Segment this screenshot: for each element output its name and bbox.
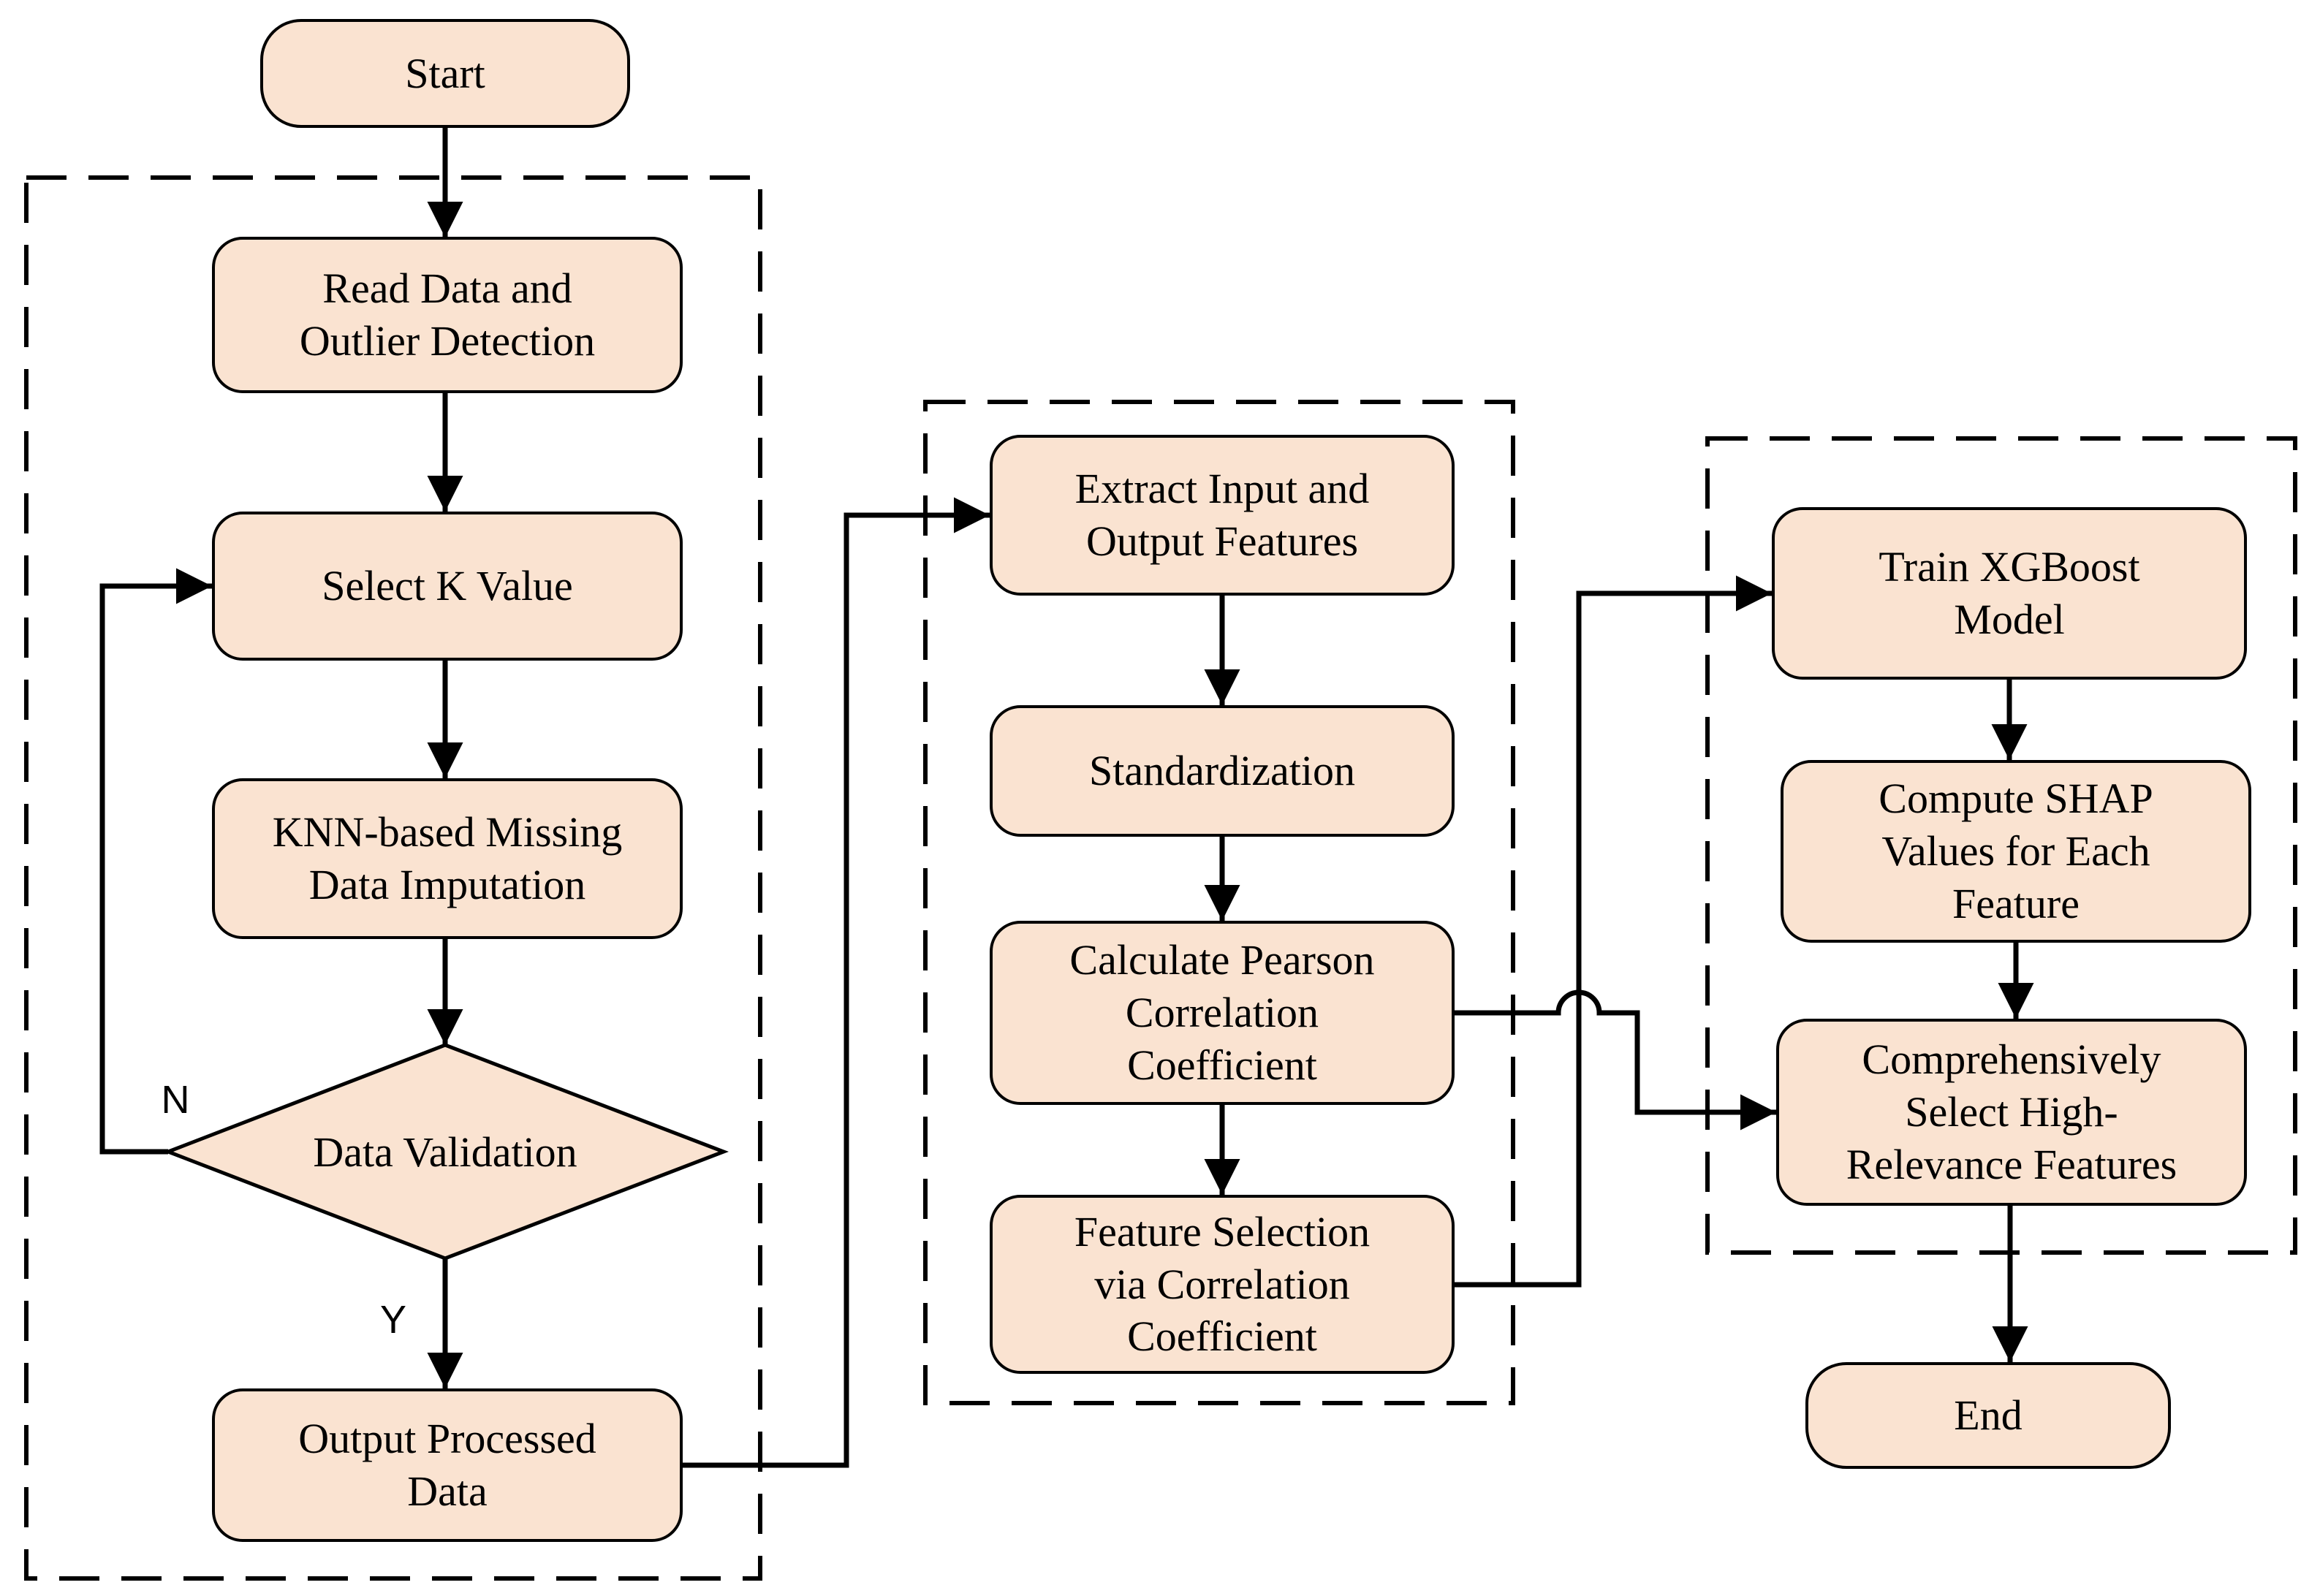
edge-pearson-to-select-high-relevance — [1455, 989, 1776, 1130]
node-data-validation-shape — [163, 1043, 729, 1261]
group-shap-feature-selection — [1705, 436, 2297, 1255]
node-start: Start — [260, 19, 630, 128]
edge-output-to-extract — [683, 497, 990, 1468]
node-feature-selection-via-correlation: Feature Selection via Correlation Coeffi… — [990, 1195, 1455, 1374]
group-data-preprocessing — [24, 175, 762, 1581]
node-select-k-value: Select K Value — [212, 512, 683, 661]
group-correlation-feature-selection — [923, 400, 1515, 1405]
edge-validation-no-to-select-k — [99, 568, 212, 1155]
node-standardization: Standardization — [990, 705, 1455, 837]
node-data-validation-label: Data Validation — [313, 1128, 577, 1176]
node-calculate-pearson-correlation: Calculate Pearson Correlation Coefficien… — [990, 921, 1455, 1105]
node-output-processed-data: Output Processed Data — [212, 1388, 683, 1542]
node-knn-missing-data-imputation: KNN-based Missing Data Imputation — [212, 778, 683, 939]
node-extract-input-output-features: Extract Input and Output Features — [990, 435, 1455, 596]
node-select-high-relevance-features: Comprehensively Select High- Relevance F… — [1776, 1019, 2247, 1206]
branch-label-yes: Y — [379, 1298, 407, 1342]
node-end: End — [1805, 1362, 2171, 1469]
node-train-xgboost-model: Train XGBoost Model — [1772, 507, 2247, 680]
edge-feature-selection-to-train — [1455, 575, 1772, 1288]
node-read-data-outlier-detection: Read Data and Outlier Detection — [212, 237, 683, 393]
branch-label-no: N — [161, 1078, 190, 1122]
node-compute-shap-values: Compute SHAP Values for Each Feature — [1781, 760, 2251, 943]
